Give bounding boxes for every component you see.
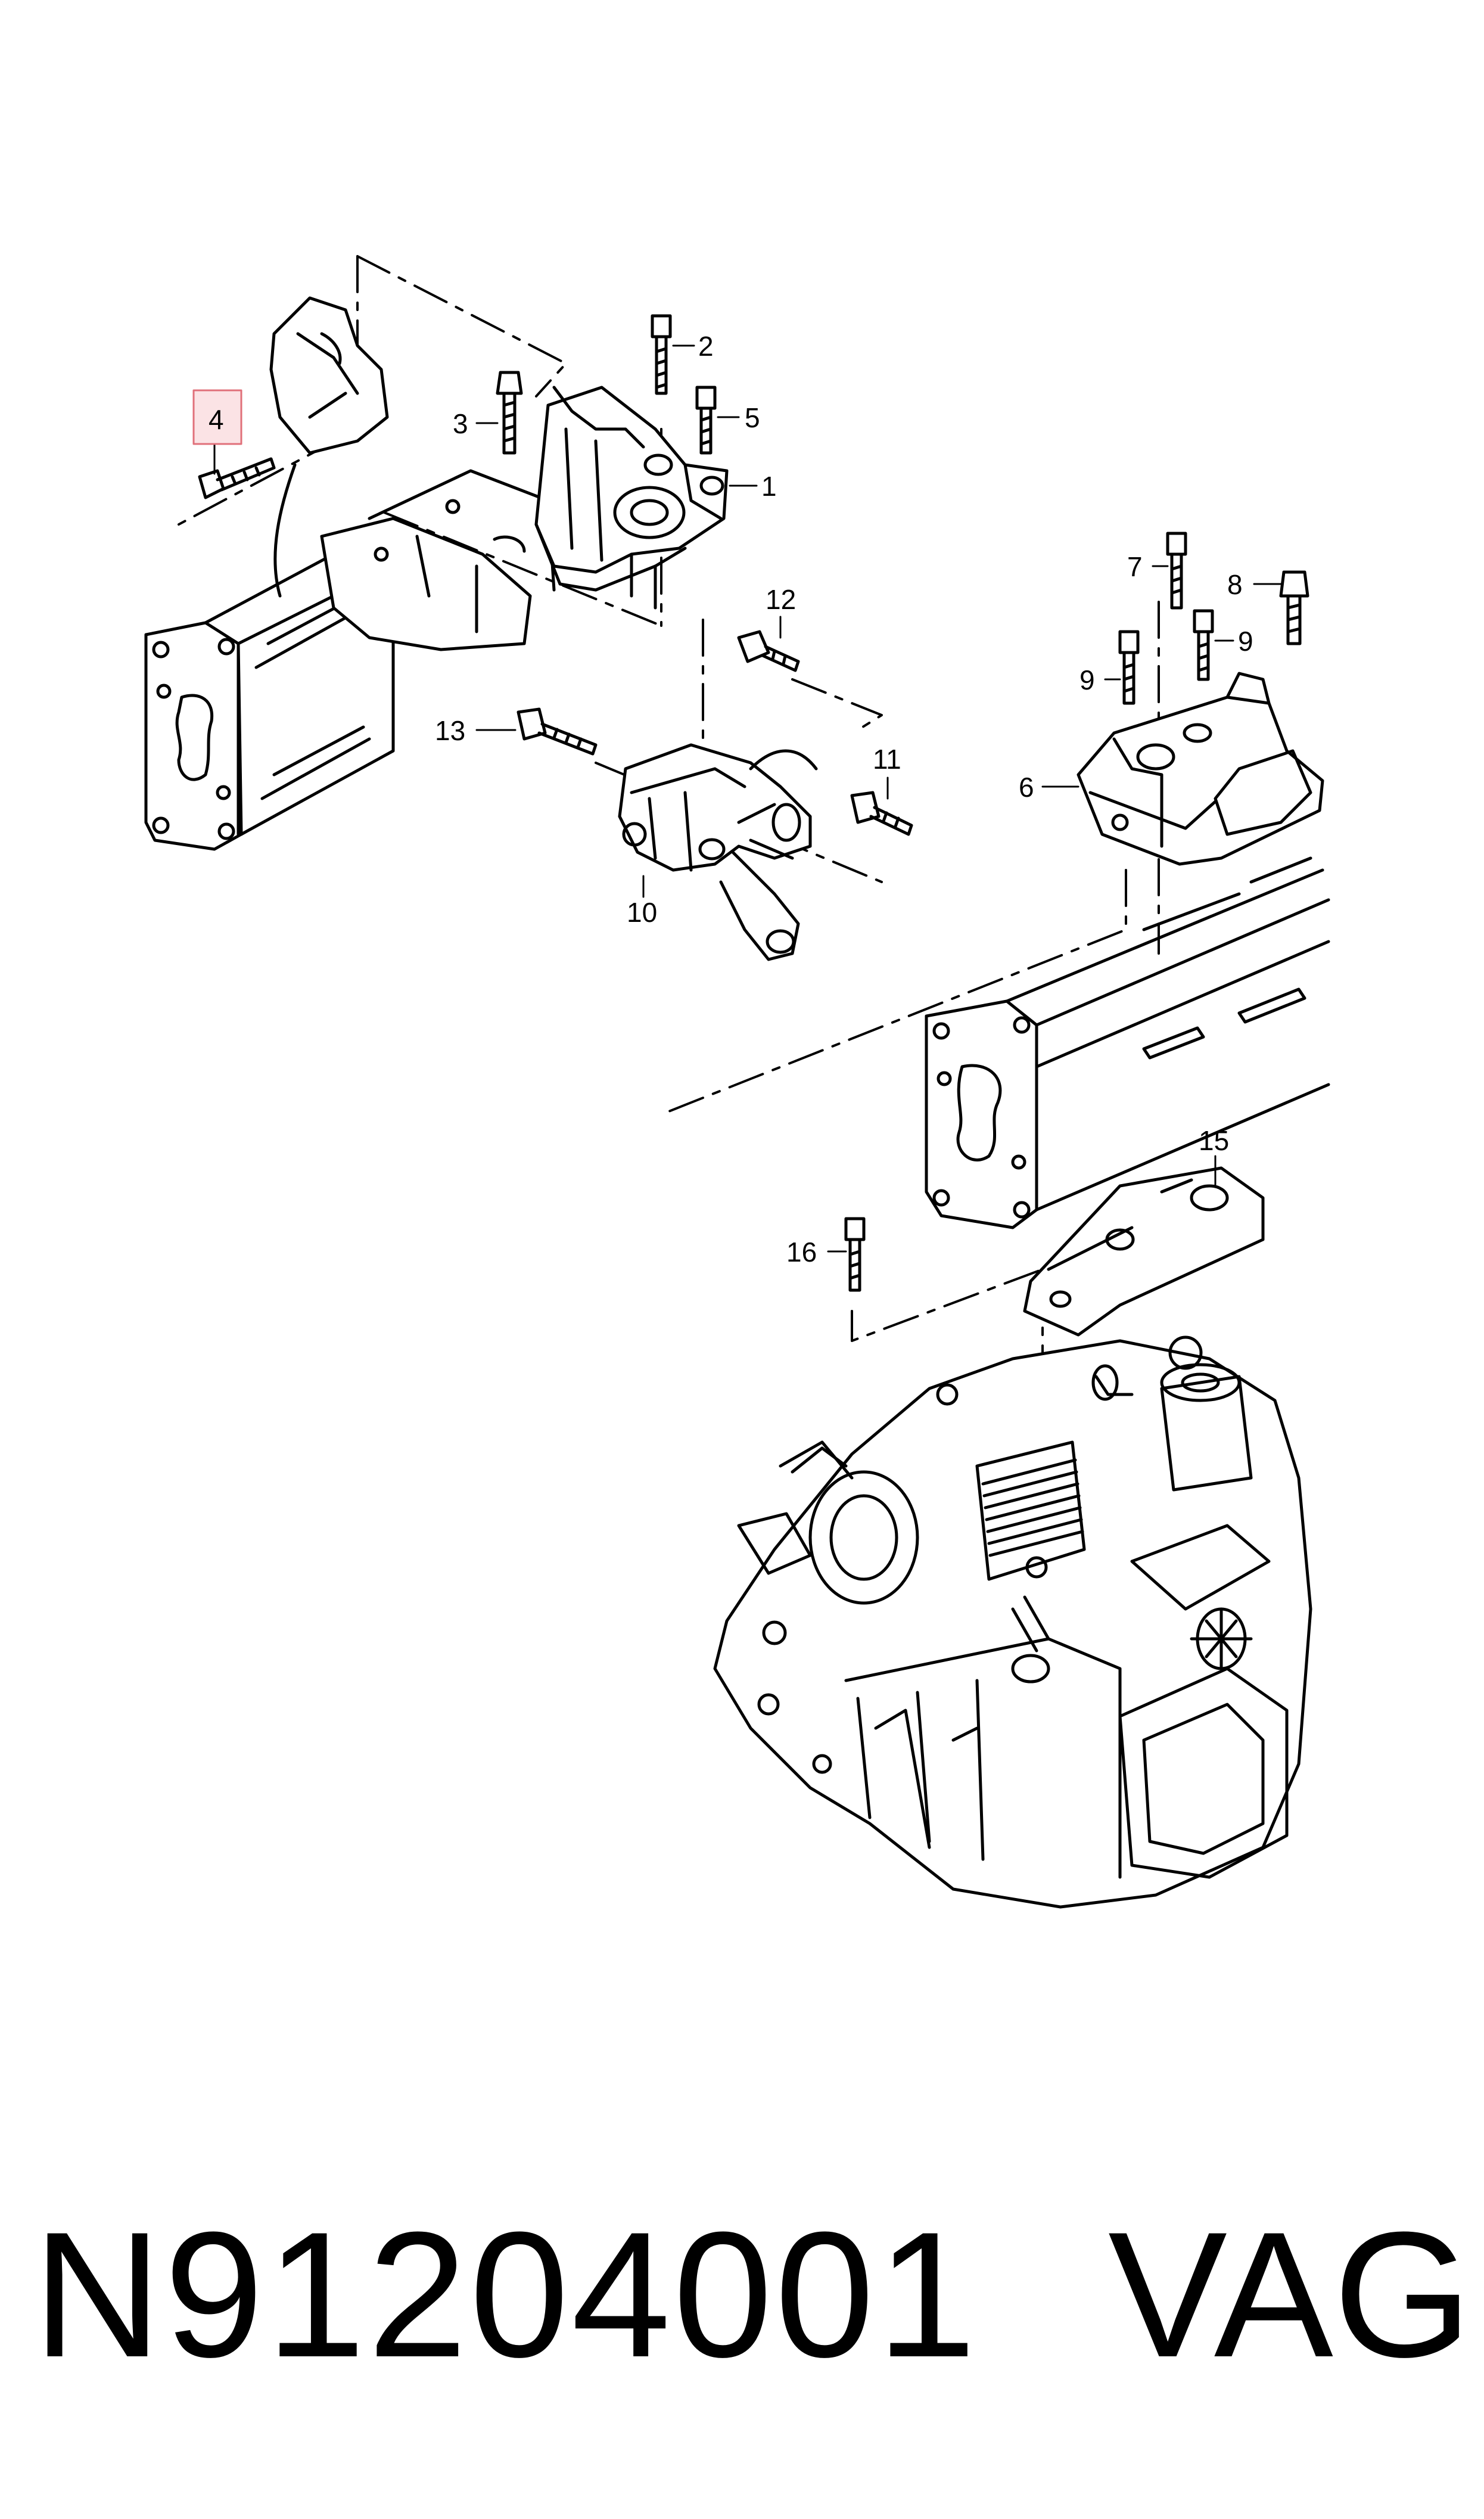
bolt-13 — [517, 707, 598, 756]
callout-labels: 1 2 3 4 5 6 7 8 9 9 10 11 12 13 15 16 — [209, 331, 1253, 1268]
bolt-11 — [850, 791, 913, 836]
bolt-4 — [198, 457, 276, 499]
callout-11: 11 — [873, 744, 901, 775]
callout-9-left: 9 — [1079, 664, 1095, 695]
subframe-right — [925, 856, 1330, 1229]
leader-lines — [213, 344, 1282, 1253]
highlight-box-4 — [192, 389, 242, 445]
callout-12: 12 — [766, 584, 796, 615]
callout-9-right: 9 — [1238, 626, 1253, 657]
callout-6: 6 — [1019, 772, 1034, 803]
callout-16: 16 — [786, 1237, 817, 1268]
callout-2: 2 — [698, 331, 714, 362]
exploded-parts-diagram: 1 2 3 4 5 6 7 8 9 9 10 11 12 13 15 16 — [144, 255, 1330, 1909]
engine-mount-1 — [534, 386, 729, 610]
callout-4: 4 — [209, 404, 224, 435]
callout-1: 1 — [761, 471, 777, 502]
bolt-5 — [695, 386, 717, 455]
callout-13: 13 — [435, 715, 465, 746]
bolt-16 — [844, 1217, 866, 1292]
bolt-2 — [651, 314, 672, 395]
brand-label: VAG — [1108, 2194, 1473, 2394]
bolt-3 — [496, 371, 523, 455]
callout-10: 10 — [627, 897, 657, 928]
callout-3: 3 — [453, 408, 468, 439]
subframe-left — [144, 296, 556, 851]
gearbox-assembly — [713, 1335, 1312, 1909]
bolt-9-left — [1118, 630, 1140, 705]
bolt-9-right — [1193, 609, 1214, 681]
torque-support-10 — [618, 743, 818, 961]
callout-5: 5 — [745, 402, 760, 433]
part-number: N91204001 — [33, 2194, 979, 2394]
bolt-12 — [737, 630, 800, 672]
callout-8: 8 — [1227, 569, 1243, 600]
bracket-15 — [1023, 1166, 1265, 1337]
callout-7: 7 — [1127, 551, 1143, 582]
bolt-7 — [1166, 532, 1187, 610]
bolt-8 — [1279, 570, 1309, 645]
transmission-mount-6 — [1077, 672, 1324, 866]
callout-15: 15 — [1199, 1125, 1229, 1156]
